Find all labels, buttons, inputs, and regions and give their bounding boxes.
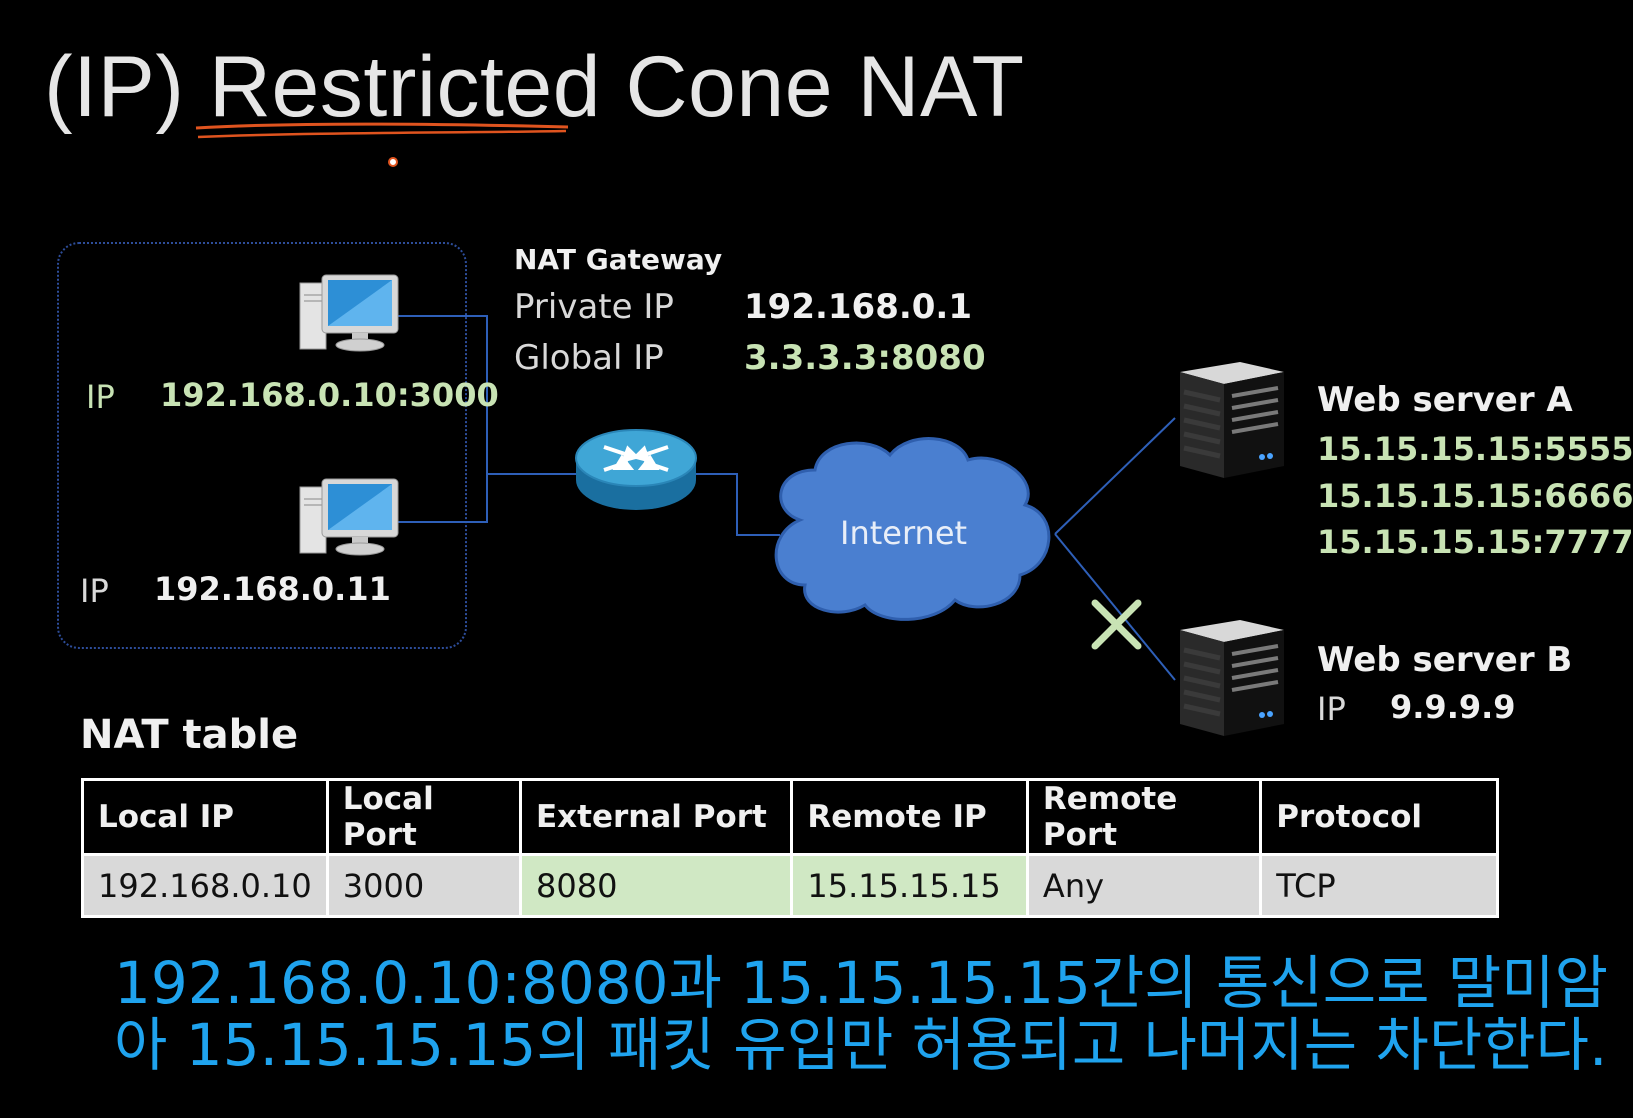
col-local-port: Local Port (325, 778, 523, 856)
server-a-title: Web server A (1317, 380, 1573, 420)
table-row: 192.168.0.10 3000 8080 15.15.15.15 Any T… (81, 853, 1499, 918)
server-b-title: Web server B (1317, 640, 1573, 680)
server-b-ip-label: IP (1317, 690, 1346, 728)
cell-external-port: 8080 (518, 853, 794, 918)
private-ip-label: Private IP (514, 287, 674, 327)
global-ip-label: Global IP (514, 338, 664, 378)
server-icon-b (1180, 620, 1284, 736)
server-a-ip-3: 15.15.15.15:7777 (1317, 523, 1633, 561)
subtitle-caption: 192.168.0.10:8080과 15.15.15.15간의 통신으로 말미… (114, 952, 1608, 1076)
nat-table-title: NAT table (80, 712, 299, 758)
slide-title: (IP) Restricted Cone NAT (44, 39, 1025, 135)
cell-remote-port: Any (1025, 853, 1263, 918)
caption-line-2: 아 15.15.15.15의 패킷 유입만 허용되고 나머지는 차단한다. (114, 1011, 1608, 1079)
caption-line-1: 192.168.0.10:8080과 15.15.15.15간의 통신으로 말미… (114, 949, 1608, 1017)
cell-protocol: TCP (1259, 853, 1499, 918)
col-remote-port: Remote Port (1025, 778, 1263, 856)
private-ip-value: 192.168.0.1 (744, 287, 973, 327)
server-b-ip-value: 9.9.9.9 (1390, 688, 1516, 726)
gateway-title: NAT Gateway (514, 243, 723, 276)
server-icon-a (1180, 362, 1284, 478)
host2-ip-value: 192.168.0.11 (154, 570, 391, 608)
cell-local-ip: 192.168.0.10 (81, 853, 329, 918)
server-a-ip-1: 15.15.15.15:5555 (1317, 430, 1633, 468)
host2-ip-label: IP (80, 572, 109, 610)
lan-links (396, 315, 780, 536)
nat-table: Local IP Local Port External Port Remote… (81, 778, 1499, 918)
pc-icon-1 (299, 274, 399, 352)
col-remote-ip: Remote IP (790, 778, 1029, 856)
global-ip-value: 3.3.3.3:8080 (744, 338, 986, 378)
host1-ip-label: IP (86, 378, 115, 416)
host1-ip-value: 192.168.0.10:3000 (160, 376, 499, 414)
col-external-port: External Port (518, 778, 794, 856)
nat-table-header-row: Local IP Local Port External Port Remote… (81, 778, 1499, 856)
wan-links (1054, 417, 1176, 681)
col-local-ip: Local IP (81, 778, 329, 856)
router-icon (575, 429, 697, 510)
cell-local-port: 3000 (325, 853, 523, 918)
blocked-x-icon (1091, 599, 1142, 650)
internet-label: Internet (840, 514, 968, 552)
pc-icon-2 (299, 478, 399, 556)
server-a-ip-2: 15.15.15.15:6666 (1317, 477, 1633, 515)
col-protocol: Protocol (1259, 778, 1499, 856)
cell-remote-ip: 15.15.15.15 (790, 853, 1029, 918)
private-network-box (57, 242, 467, 649)
title-underline-annotation (195, 122, 569, 167)
internet-cloud-icon (774, 437, 1051, 621)
